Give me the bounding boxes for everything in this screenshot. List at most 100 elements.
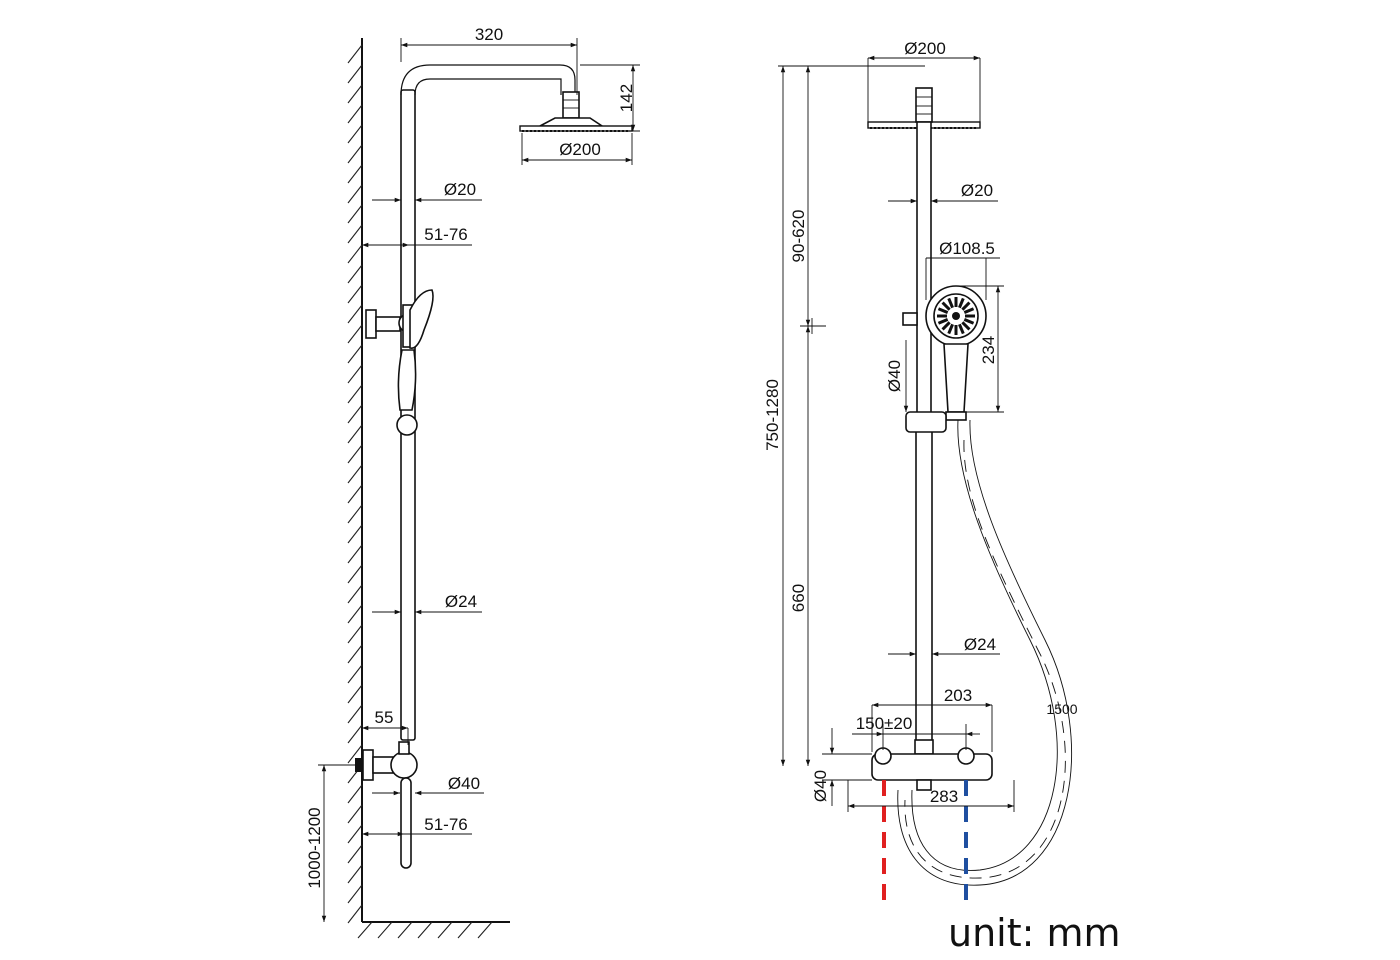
wall-hatch-line — [347, 904, 363, 924]
floor-hatch-line — [417, 921, 433, 939]
wall-hatch-line — [347, 644, 363, 664]
wall-hatch-line — [347, 244, 363, 264]
dim-lower-pipe-diameter: Ø24 — [445, 592, 477, 611]
wall-hatch-line — [347, 184, 363, 204]
wall-hatch-line — [347, 364, 363, 384]
dim-mount-height: 1000-1200 — [305, 807, 324, 888]
wall-hatch-line — [347, 44, 363, 64]
dim-mixer-diameter: Ø40 — [448, 774, 480, 793]
wall-hatch-line — [347, 624, 363, 644]
dim-head-diameter: Ø200 — [559, 140, 601, 159]
front-bracket-knob — [902, 312, 918, 326]
wall-hatch-line — [347, 564, 363, 584]
wall-hatch-line — [347, 884, 363, 904]
wall-hatch-line — [347, 784, 363, 804]
nozzle — [963, 307, 975, 314]
nozzle — [958, 323, 965, 335]
nozzle — [947, 323, 954, 335]
wall-hatch-line — [347, 664, 363, 684]
front-riser-lower — [915, 421, 933, 743]
dim-hand-shower-length: 234 — [979, 336, 998, 364]
shower-hose — [897, 419, 1072, 886]
dim-bracket-range-top: 51-76 — [424, 225, 467, 244]
wall-hatch-line — [347, 724, 363, 744]
wall-hatch-line — [347, 304, 363, 324]
wall-hatch-line — [347, 344, 363, 364]
nozzle — [958, 297, 965, 309]
front-riser-upper — [916, 121, 932, 423]
dim-total-height: 750-1280 — [763, 379, 782, 451]
wall-hatch-line — [347, 264, 363, 284]
floor-hatch-line — [377, 921, 393, 939]
side-view: 320 142 Ø200 Ø20 51-76 Ø24 — [305, 25, 640, 939]
rain-shower-head — [867, 58, 981, 129]
wall-hatch-line — [347, 704, 363, 724]
floor-hatch-line — [457, 921, 473, 939]
wall-hatch-line — [347, 444, 363, 464]
wall-hatch-line — [347, 284, 363, 304]
dim-front-lower-pipe: Ø24 — [964, 635, 996, 654]
wall-hatch-line — [347, 104, 363, 124]
wall-hatch-line — [347, 804, 363, 824]
nozzle — [937, 307, 949, 314]
mixer-side — [355, 741, 418, 869]
thermostatic-mixer — [871, 739, 993, 791]
wall-hatch-line — [347, 744, 363, 764]
wall-hatch-line — [347, 164, 363, 184]
dim-lower-pipe-length: 660 — [789, 584, 808, 612]
wall-hatch-line — [347, 844, 363, 864]
dim-holder-diameter: Ø40 — [885, 360, 904, 392]
wall-hatch-line — [347, 144, 363, 164]
dim-upper-pipe-diameter: Ø20 — [444, 180, 476, 199]
wall-hatch-line — [347, 544, 363, 564]
dim-head-drop: 142 — [617, 84, 636, 112]
front-dimensions: Ø200 Ø20 750-1280 90-620 660 Ø108.5 — [763, 39, 1078, 812]
wall-hatch-line — [347, 684, 363, 704]
dim-inlet-spacing: 150±20 — [856, 714, 913, 733]
nozzle — [941, 321, 951, 331]
wall-hatch-line — [347, 384, 363, 404]
nozzle — [941, 301, 951, 311]
wall-hatch-line — [347, 604, 363, 624]
wall-hatch-line — [347, 224, 363, 244]
dim-front-upper-pipe: Ø20 — [961, 181, 993, 200]
dim-bracket-range-bottom: 51-76 — [424, 815, 467, 834]
floor-hatch-line — [397, 921, 413, 939]
wall-hatch-line — [347, 464, 363, 484]
dim-front-head-diameter: Ø200 — [904, 39, 946, 58]
wall-hatch-line — [347, 64, 363, 84]
nozzle — [937, 318, 949, 325]
wall — [347, 38, 510, 939]
side-dimensions: 320 142 Ø200 Ø20 51-76 Ø24 — [305, 25, 640, 922]
hand-shower-front — [905, 285, 987, 433]
nozzle — [961, 321, 971, 331]
floor-hatch-line — [477, 921, 493, 939]
unit-label: unit: mm — [948, 911, 1121, 955]
dim-arm-width: 320 — [475, 25, 503, 44]
wall-hatch-line — [347, 584, 363, 604]
hand-shower-side — [396, 289, 434, 436]
front-view: Ø200 Ø20 750-1280 90-620 660 Ø108.5 — [763, 39, 1121, 955]
wall-hatch-line — [347, 524, 363, 544]
dim-hose-length: 1500 — [1046, 701, 1077, 717]
floor-hatch-line — [437, 921, 453, 939]
wall-hatch-line — [347, 204, 363, 224]
dim-hand-shower-diameter: Ø108.5 — [939, 239, 995, 258]
dim-adjust-range: 90-620 — [789, 210, 808, 263]
nozzle — [963, 318, 975, 325]
riser-pipe — [400, 64, 633, 741]
wall-hatch-line — [347, 864, 363, 884]
wall-hatch-line — [347, 504, 363, 524]
wall-hatch-line — [347, 84, 363, 104]
nozzle — [947, 297, 954, 309]
wall-hatch-line — [347, 324, 363, 344]
nozzle — [961, 301, 971, 311]
dim-mixer-total-width: 283 — [930, 787, 958, 806]
wall-hatch-line — [347, 124, 363, 144]
dim-mixer-offset: 55 — [375, 708, 394, 727]
wall-hatch-line — [347, 824, 363, 844]
dim-mixer-height: Ø40 — [811, 770, 830, 802]
wall-hatch-line — [347, 424, 363, 444]
wall-hatch-line — [347, 484, 363, 504]
